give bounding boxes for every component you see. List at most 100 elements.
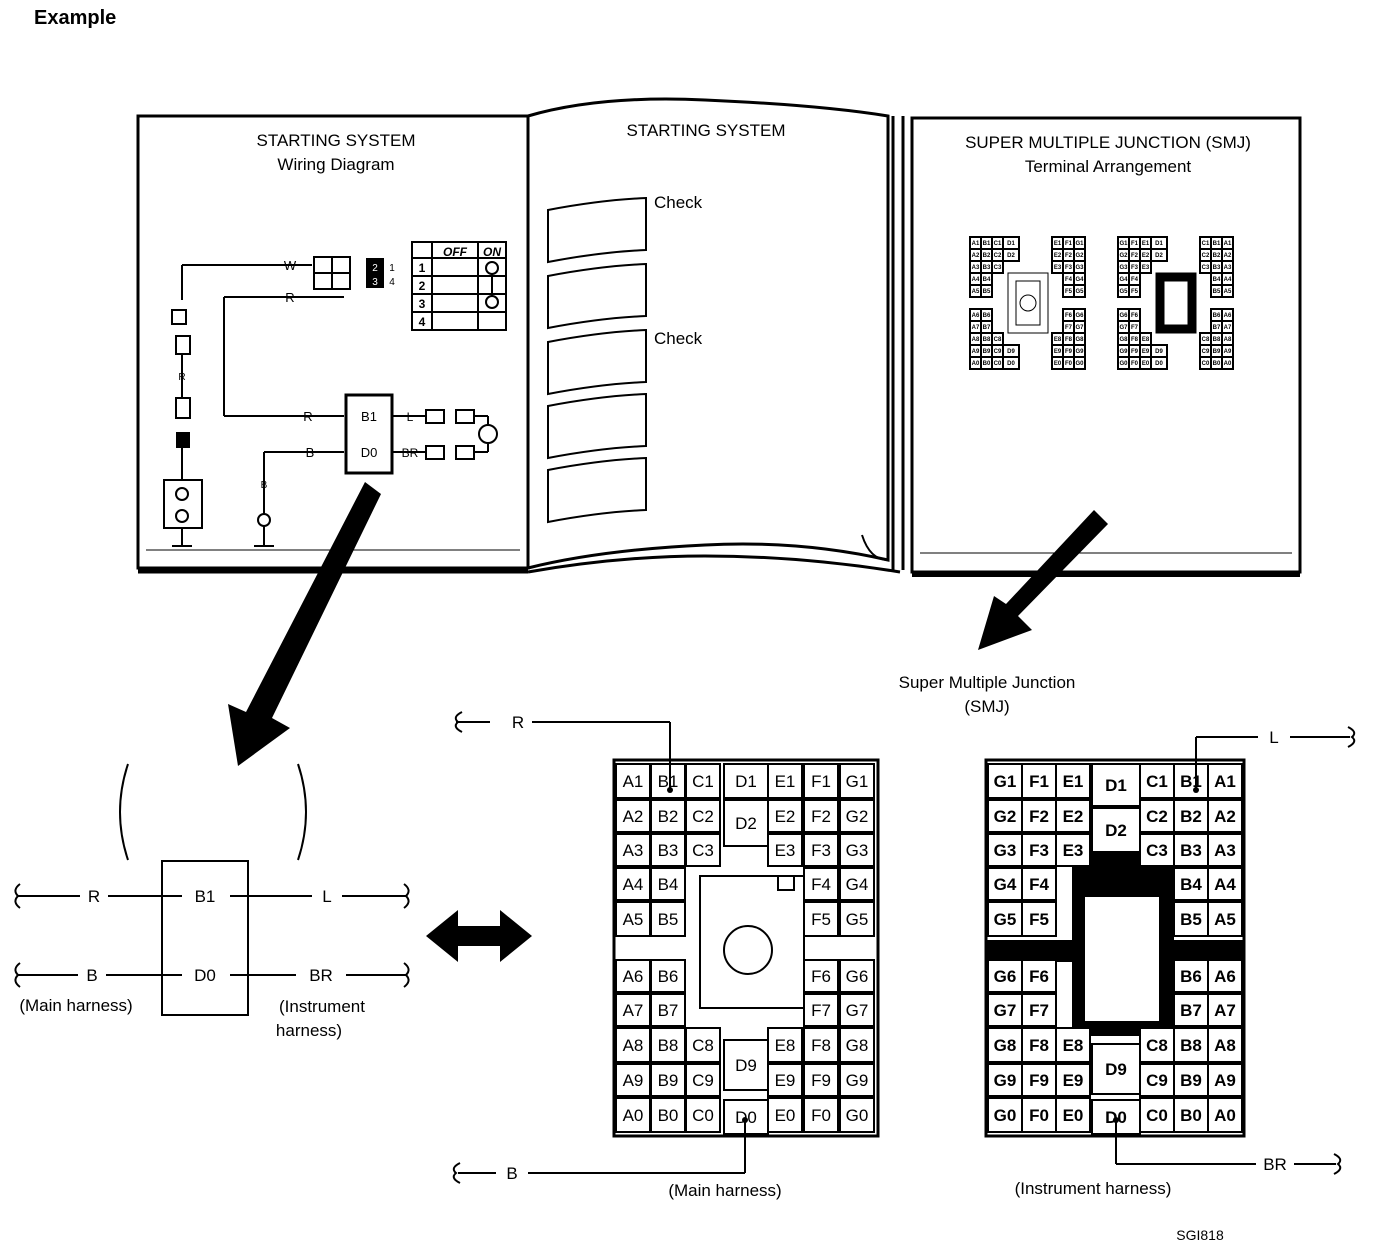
smj-main-terminal-d1-cell	[723, 763, 769, 799]
smj-inst-terminal-d1: D1	[1105, 776, 1127, 795]
smj-main-terminal-c0: C0	[692, 1106, 714, 1125]
main-mini-f2: F2	[1065, 253, 1073, 259]
smj-main-caption: (Main harness)	[668, 1181, 781, 1200]
smj-inst-terminal-b1: B1	[1180, 772, 1202, 791]
inst-mini-b9: B9	[1213, 349, 1221, 355]
switch-pin-2: 2	[372, 263, 378, 274]
smj-main-terminal-b4: B4	[658, 875, 679, 894]
inst-mini-b0: B0	[1213, 361, 1221, 367]
inst-mini-f5-cell	[1128, 284, 1141, 298]
smj-main-terminal-g8-cell	[839, 1027, 875, 1063]
main-mini-a5: A5	[972, 289, 980, 295]
smj-main-terminal-b5-cell	[650, 901, 686, 937]
smj-inst-terminal-f6-cell	[1021, 959, 1057, 993]
smj-inst-terminal-f4: F4	[1029, 875, 1049, 894]
inst-mini-f2: F2	[1131, 253, 1139, 259]
smj-main-terminal-b7-cell	[650, 993, 686, 1027]
switch-row-3: 3	[419, 297, 426, 311]
main-mini-f6: F6	[1065, 313, 1073, 319]
smj-main-terminal-c0-cell	[685, 1097, 721, 1133]
smj-inst-terminal-g6-cell	[987, 959, 1023, 993]
smj-main-terminal-d9: D9	[735, 1056, 757, 1075]
mini-terminal-d0: D0	[361, 445, 378, 460]
smj-inst-terminal-f2-cell	[1021, 799, 1057, 833]
smj-main-terminal-a9: A9	[623, 1071, 644, 1090]
smj-main-terminal-g0-cell	[839, 1097, 875, 1133]
inst-mini-c9: C9	[1202, 349, 1210, 355]
inst-mini-g7: G7	[1119, 325, 1128, 331]
smj-main-terminal-b6: B6	[658, 967, 679, 986]
check-boxes	[547, 196, 647, 524]
figure-code: SGI818	[1176, 1227, 1224, 1243]
mini-terminal-b1: B1	[361, 409, 377, 424]
smj-main-terminal-a9-cell	[615, 1063, 651, 1097]
smj-inst-terminal-g1-cell	[987, 763, 1023, 799]
main-mini-a8: A8	[972, 337, 980, 343]
mini-wire-label-l: L	[407, 410, 414, 424]
smj-main-terminal-f2: F2	[811, 807, 831, 826]
detail-terminal-b1: B1	[195, 887, 216, 906]
inst-mini-e3: E3	[1142, 265, 1150, 271]
smj-inst-terminal-e8: E8	[1063, 1036, 1084, 1055]
detail-harness-instrument-2: harness)	[276, 1021, 342, 1040]
smj-inst-terminal-a0: A0	[1214, 1106, 1236, 1125]
smj-inst-terminal-g2-cell	[987, 799, 1023, 833]
smj-main-terminal-f8-cell	[803, 1027, 839, 1063]
smj-main-terminal-b2: B2	[658, 807, 679, 826]
smj-main-terminal-g7-cell	[839, 993, 875, 1027]
smj-main-terminal-g4-cell	[839, 867, 875, 901]
detail-wire-b: B	[86, 966, 97, 985]
inst-mini-d2-cell	[1150, 248, 1168, 262]
smj-main-terminal-a5: A5	[623, 910, 644, 929]
smj-main-terminal-c8: C8	[692, 1036, 714, 1055]
smj-inst-terminal-g1: G1	[994, 772, 1017, 791]
smj-main-terminal-a5-cell	[615, 901, 651, 937]
smj-inst-terminal-a6-cell	[1207, 959, 1243, 993]
inst-mini-b1: B1	[1213, 241, 1221, 247]
inst-mini-g2: G2	[1119, 253, 1128, 259]
connector-detail	[14, 763, 410, 1016]
main-mini-a7: A7	[972, 325, 980, 331]
left-page-title: STARTING SYSTEM	[256, 131, 415, 150]
mini-wire-label-r3: R	[178, 372, 185, 383]
check-step-1: Check	[654, 193, 703, 212]
smj-inst-terminal-f9: F9	[1029, 1071, 1049, 1090]
main-mini-c0: C0	[994, 361, 1002, 367]
smj-main-terminal-g3: G3	[846, 841, 869, 860]
inst-mini-e8: E8	[1142, 337, 1150, 343]
smj-inst-terminal-b0-cell	[1173, 1097, 1209, 1133]
smj-inst-terminal-c3: C3	[1146, 841, 1168, 860]
main-mini-e1: E1	[1054, 241, 1062, 247]
smj-main-terminal-d1: D1	[735, 772, 757, 791]
main-mini-g3: G3	[1075, 265, 1084, 271]
main-mini-b8: B8	[983, 337, 991, 343]
smj-main-terminal-b0-cell	[650, 1097, 686, 1133]
smj-main-terminal-f1-cell	[803, 763, 839, 799]
switch-pin-4: 4	[389, 277, 395, 288]
smj-main-terminal-f2-cell	[803, 799, 839, 833]
main-mini-f7: F7	[1065, 325, 1073, 331]
main-mini-b0: B0	[983, 361, 991, 367]
inst-mini-f5: F5	[1131, 289, 1139, 295]
smj-inst-terminal-g9-cell	[987, 1063, 1023, 1097]
smj-main-terminal-f7: F7	[811, 1001, 831, 1020]
smj-inst-terminal-f1-cell	[1021, 763, 1057, 799]
inst-mini-b2: B2	[1213, 253, 1221, 259]
smj-main-terminal-g1-cell	[839, 763, 875, 799]
smj-inst-terminal-g8-cell	[987, 1027, 1023, 1063]
smj-inst-terminal-f3-cell	[1021, 833, 1057, 867]
main-mini-b1: B1	[983, 241, 991, 247]
main-mini-b9: B9	[983, 349, 991, 355]
mini-wire-label-r2: R	[303, 409, 312, 424]
smj-main-terminal-g2: G2	[846, 807, 869, 826]
smj-main-terminal-b8-cell	[650, 1027, 686, 1063]
main-mini-g0: G0	[1075, 361, 1084, 367]
smj-inst-terminal-g0: G0	[994, 1106, 1017, 1125]
main-mini-g1: G1	[1075, 241, 1084, 247]
inst-mini-a4: A4	[1224, 277, 1232, 283]
smj-inst-terminal-f8-cell	[1021, 1027, 1057, 1063]
smj-inst-terminal-b2: B2	[1180, 807, 1202, 826]
smj-main-terminal-e3: E3	[775, 841, 796, 860]
